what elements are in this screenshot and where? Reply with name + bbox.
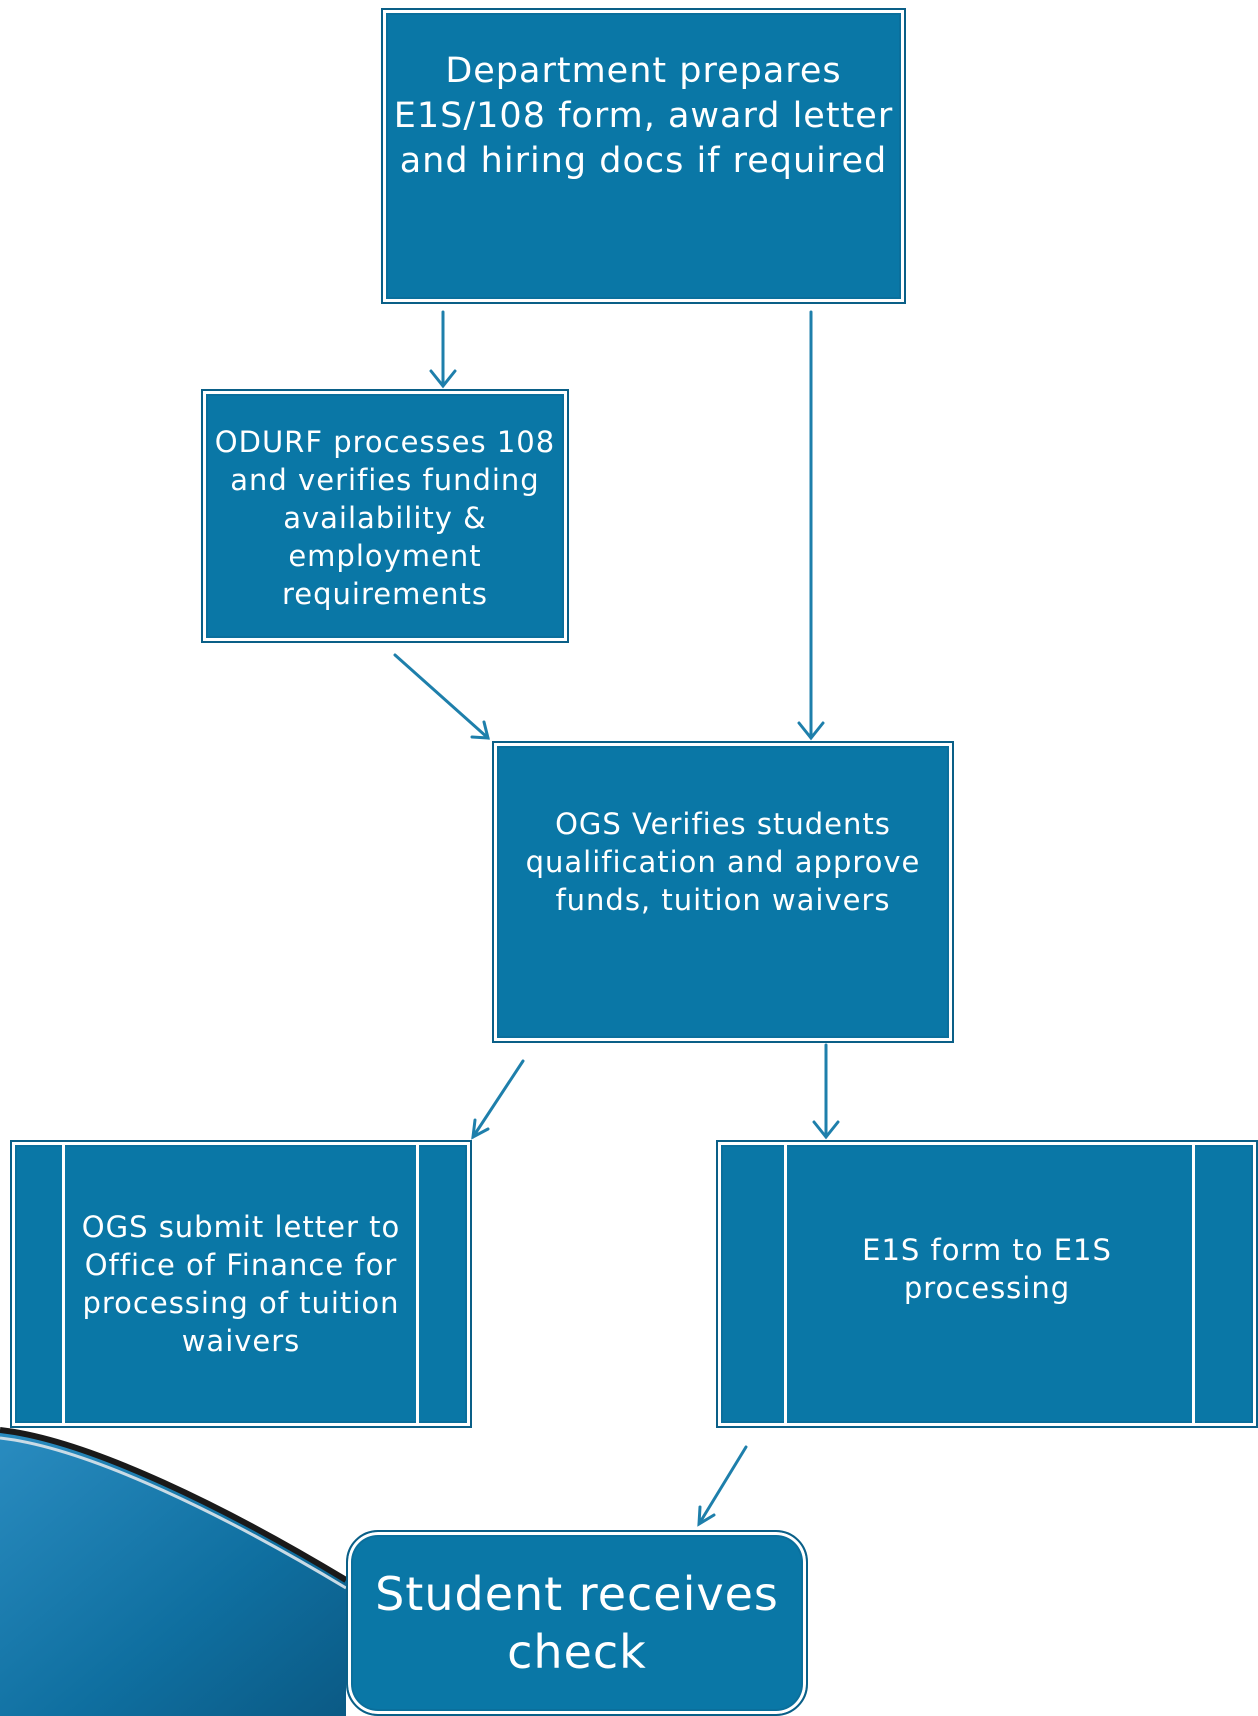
odurf-process-text: ODURF processes 108 and verifies funding… xyxy=(214,425,556,611)
e1s-divider-left xyxy=(784,1142,787,1426)
decorative-swoosh xyxy=(0,1427,348,1716)
e1s-divider-right xyxy=(1192,1142,1195,1426)
e1s-process-box: E1S form to E1S processing xyxy=(716,1140,1258,1428)
ogs-letter-text: OGS submit letter to Office of Finance f… xyxy=(81,1210,401,1358)
prepare-forms-box: Department prepares E1S/108 form, award … xyxy=(381,8,906,304)
e1s-process-text: E1S form to E1S processing xyxy=(862,1233,1112,1305)
arrow-ogs-verify-to-ogs-letter xyxy=(471,1059,525,1140)
prepare-forms-text: Department prepares E1S/108 form, award … xyxy=(393,50,894,181)
ogs-verify-box: OGS Verifies students qualification and … xyxy=(492,741,954,1043)
ogs-letter-divider-left xyxy=(62,1142,65,1426)
student-receives-check-box: Student receives check xyxy=(346,1530,808,1716)
arrow-prepare-to-ogs-verify xyxy=(797,310,825,741)
student-receives-check-text: Student receives check xyxy=(375,1567,779,1679)
ogs-verify-text: OGS Verifies students qualification and … xyxy=(525,807,921,917)
arrow-ogs-verify-to-e1s xyxy=(812,1043,840,1140)
odurf-process-box: ODURF processes 108 and verifies funding… xyxy=(201,389,569,643)
ogs-letter-box: OGS submit letter to Office of Finance f… xyxy=(10,1140,472,1428)
ogs-letter-divider-right xyxy=(416,1142,419,1426)
arrow-e1s-to-student xyxy=(697,1445,748,1527)
arrow-prepare-to-odurf xyxy=(429,310,457,389)
arrow-odurf-to-ogs-verify xyxy=(393,653,490,740)
